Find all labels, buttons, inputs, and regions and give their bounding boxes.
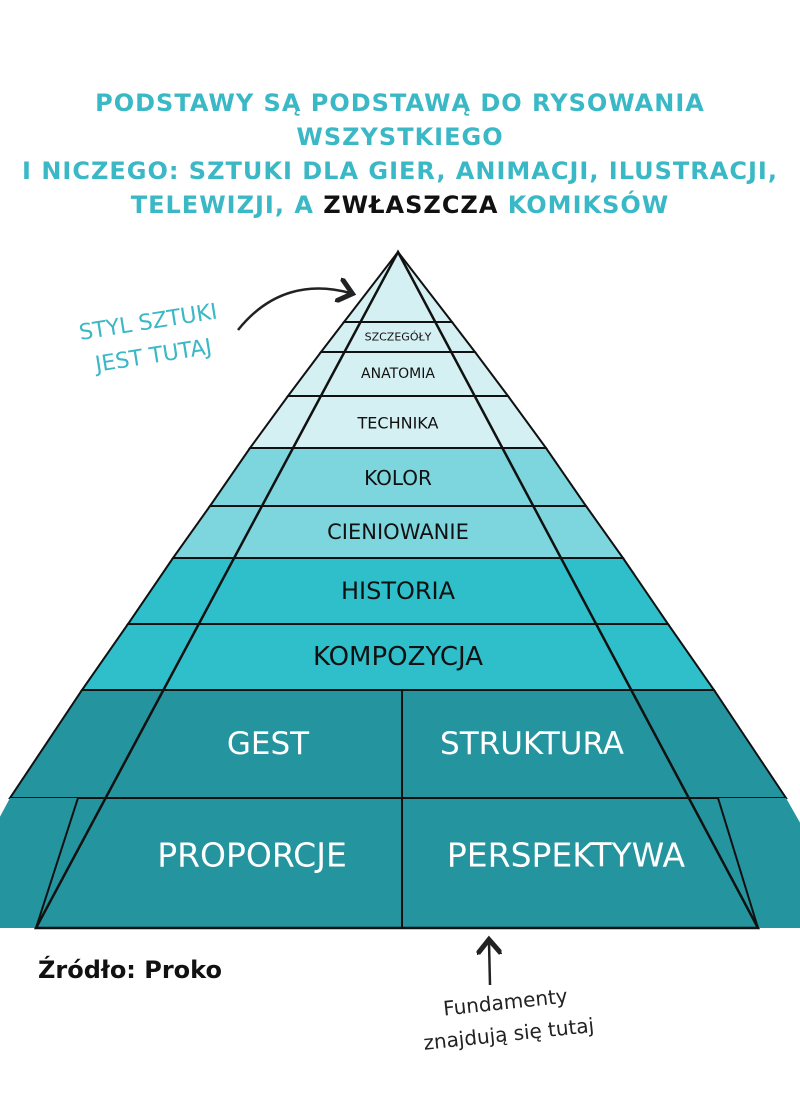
level-label-anatomia: ANATOMIA: [361, 366, 435, 382]
level-label-szczegoly: SZCZEGÓŁY: [365, 331, 432, 344]
level-label-kompozycja: KOMPOZYCJA: [313, 642, 483, 672]
base-label-gest: GEST: [227, 726, 310, 762]
source-credit: Źródło: Proko: [38, 956, 222, 984]
tier-base-upper: [8, 689, 788, 799]
arrow-to-top-icon: [237, 288, 350, 331]
heading-line-2: I NICZEGO: SZTUKI DLA GIER, ANIMACJI, IL…: [22, 157, 778, 185]
page-heading: PODSTAWY SĄ PODSTAWĄ DO RYSOWANIA WSZYST…: [0, 86, 800, 222]
base-label-struktura: STRUKTURA: [440, 726, 624, 762]
heading-line-1: PODSTAWY SĄ PODSTAWĄ DO RYSOWANIA WSZYST…: [95, 89, 705, 151]
level-label-kolor: KOLOR: [364, 466, 432, 490]
level-label-technika: TECHNIKA: [357, 414, 439, 433]
level-label-historia: HISTORIA: [341, 577, 456, 605]
heading-highlight: ZWŁASZCZA: [323, 191, 499, 219]
base-label-proporcje: PROPORCJE: [157, 836, 347, 875]
tier-top-tip: [341, 250, 455, 323]
arrow-to-base-icon: [489, 942, 490, 986]
heading-line-3: TELEWIZJI, A ZWŁASZCZA KOMIKSÓW: [0, 188, 800, 222]
level-label-cieniowanie: CIENIOWANIE: [327, 520, 469, 544]
heading-line-3-start: TELEWIZJI, A: [130, 191, 324, 219]
base-label-perspektywa: PERSPEKTYWA: [447, 836, 686, 875]
heading-line-3-end: KOMIKSÓW: [498, 191, 670, 219]
pyramid-outline: [33, 249, 761, 930]
